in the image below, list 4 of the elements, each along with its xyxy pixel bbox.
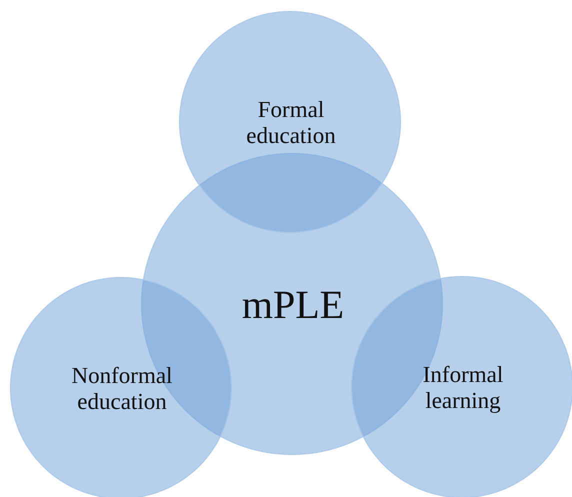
- circle-label: Nonformal education: [70, 362, 174, 416]
- circle-label: mPLE: [240, 282, 346, 328]
- circle-label: Formal education: [245, 96, 337, 150]
- circle-label: Informal learning: [422, 362, 504, 414]
